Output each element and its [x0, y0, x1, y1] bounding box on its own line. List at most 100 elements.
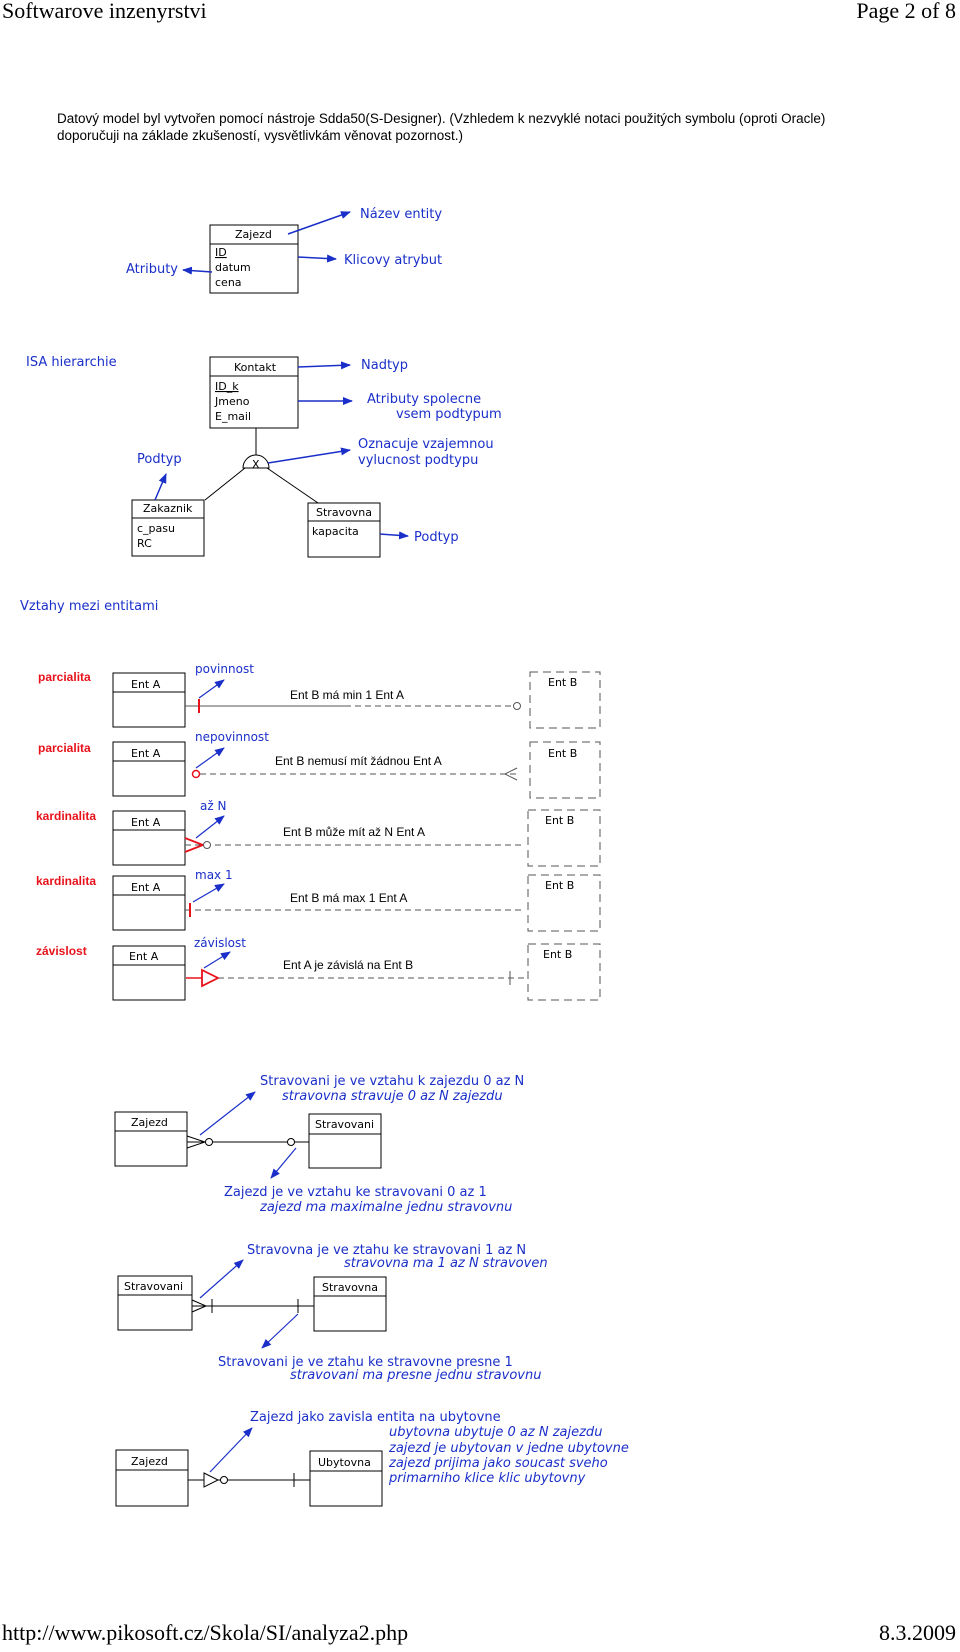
- row2-kind: parcialita: [38, 741, 91, 755]
- row2-note: nepovinnost: [195, 730, 269, 744]
- row5-text: Ent A je závislá na Ent B: [283, 958, 413, 972]
- row2-ent-b: [529, 741, 601, 799]
- row4-ent-b: [527, 874, 601, 932]
- ex2-left-label: Stravovani: [124, 1280, 183, 1293]
- label-excl-2: vylucnost podtypu: [358, 453, 478, 468]
- sub2-name: Stravovna: [316, 506, 372, 519]
- attr-datum: datum: [215, 261, 251, 274]
- ex3-line-1: zajezd je ubytovan v jedne ubytovne: [388, 1441, 629, 1456]
- ex2-bot1: Stravovani je ve ztahu ke stravovne pres…: [218, 1355, 513, 1370]
- ex2-left-entity: [117, 1275, 193, 1331]
- row5-ent-b-label: Ent B: [543, 948, 572, 961]
- isa-diagram: ISA hierarchie Kontakt ID_k Jmeno E_mail…: [26, 355, 502, 558]
- entity-box-stravovna: [307, 502, 381, 558]
- entity-box-zakaznik: [131, 499, 205, 557]
- row2-ent-b-label: Ent B: [548, 747, 577, 760]
- row3-ent-a: [112, 810, 186, 866]
- label-klicovy-atrybut: Klicovy atrybut: [344, 253, 442, 268]
- exclusion-symbol: [242, 454, 270, 469]
- exclusion-x: X: [252, 458, 260, 471]
- relation-row-az-n: kardinalita Ent A až N Ent B může mít až…: [36, 799, 601, 867]
- row3-ent-b: [527, 809, 601, 867]
- row3-ent-b-label: Ent B: [545, 814, 574, 827]
- row1-ent-a: [112, 672, 186, 728]
- sub1-attr-0: c_pasu: [137, 522, 175, 535]
- example-stravovani-stravovna: Stravovna je ve ztahu ke stravovani 1 az…: [117, 1243, 548, 1383]
- row1-kind: parcialita: [38, 670, 91, 684]
- row4-ent-b-label: Ent B: [545, 879, 574, 892]
- row4-ent-a-label: Ent A: [131, 881, 161, 894]
- super-attr-1: Jmeno: [214, 395, 250, 408]
- row1-ent-b-label: Ent B: [548, 676, 577, 689]
- attr-cena: cena: [215, 276, 242, 289]
- row3-ent-a-label: Ent A: [131, 816, 161, 829]
- ex3-left-entity: [115, 1449, 189, 1507]
- label-nadtyp: Nadtyp: [361, 358, 408, 373]
- legend-entity-diagram: Zajezd ID datum cena Název entity Klicov…: [126, 207, 442, 294]
- intro-line-1: Datový model byl vytvořen pomocí nástroj…: [57, 111, 826, 126]
- row3-text: Ent B může mít až N Ent A: [283, 825, 425, 839]
- row1-ent-a-label: Ent A: [131, 678, 161, 691]
- relation-row-max-1: kardinalita Ent A max 1 Ent B má max 1 E…: [36, 868, 601, 932]
- intro-line-2: doporučuji na základe zkušeností, vysvět…: [57, 128, 463, 143]
- page-header-number: Page 2 of 8: [856, 0, 956, 23]
- row4-ent-a: [112, 875, 186, 931]
- super-attr-2: E_mail: [215, 410, 251, 423]
- relation-row-povinnost: parcialita Ent A povinnost Ent B má min …: [38, 662, 601, 729]
- label-nazev-entity: Název entity: [360, 207, 442, 222]
- ex1-right-entity: [308, 1113, 382, 1169]
- row3-kind: kardinalita: [36, 809, 96, 823]
- row4-kind: kardinalita: [36, 874, 96, 888]
- label-podtyp-left: Podtyp: [137, 452, 182, 467]
- row1-text: Ent B má min 1 Ent A: [290, 688, 404, 702]
- sub1-name: Zakaznik: [143, 502, 193, 515]
- entity-box-kontakt: [209, 356, 299, 429]
- row1-ent-b: [529, 671, 601, 729]
- ex1-top2: stravovna stravuje 0 az N zajezdu: [282, 1089, 503, 1104]
- row5-kind: závislost: [36, 944, 87, 958]
- ex3-right-entity: [309, 1450, 383, 1507]
- ex2-top1: Stravovna je ve ztahu ke stravovani 1 az…: [247, 1243, 526, 1258]
- entity-box-zajezd: [209, 224, 299, 294]
- ex3-left-label: Zajezd: [131, 1455, 168, 1468]
- ex1-top1: Stravovani je ve vztahu k zajezdu 0 az N: [260, 1074, 524, 1089]
- ex3-line-0: ubytovna ubytuje 0 az N zajezdu: [389, 1425, 602, 1440]
- row4-note: max 1: [195, 868, 233, 882]
- row1-note: povinnost: [195, 662, 254, 676]
- footer-date: 8.3.2009: [879, 1620, 956, 1645]
- ex1-bot2: zajezd ma maximalne jednu stravovnu: [259, 1200, 512, 1215]
- label-excl-1: Oznacuje vzajemnou: [358, 437, 494, 452]
- example-zajezd-ubytovna: Zajezd jako zavisla entita na ubytovne u…: [115, 1410, 629, 1507]
- relations-title: Vztahy mezi entitami: [20, 599, 158, 614]
- row4-text: Ent B má max 1 Ent A: [290, 891, 407, 905]
- row5-ent-b: [527, 943, 601, 1001]
- entity-name: Zajezd: [235, 228, 272, 241]
- ex3-right-label: Ubytovna: [318, 1456, 371, 1469]
- row3-note: až N: [200, 799, 226, 813]
- ex1-right-label: Stravovani: [315, 1118, 374, 1131]
- ex2-top2: stravovna ma 1 az N stravoven: [344, 1256, 548, 1271]
- attr-key: ID: [215, 246, 227, 259]
- label-podtyp-right: Podtyp: [414, 530, 459, 545]
- relation-row-zavislost: závislost Ent A závislost Ent A je závis…: [36, 936, 601, 1001]
- label-attrs-1: Atributy spolecne: [367, 392, 481, 407]
- row2-ent-a-label: Ent A: [131, 747, 161, 760]
- ex3-line-3: primarniho klice klic ubytovny: [388, 1471, 586, 1486]
- isa-title: ISA hierarchie: [26, 355, 117, 370]
- row2-text: Ent B nemusí mít žádnou Ent A: [275, 754, 442, 768]
- row5-note: závislost: [194, 936, 246, 950]
- footer-url: http://www.pikosoft.cz/Skola/SI/analyza2…: [2, 1620, 409, 1645]
- row5-ent-a-label: Ent A: [129, 950, 159, 963]
- ex2-right-label: Stravovna: [322, 1281, 378, 1294]
- ex1-bot1: Zajezd je ve vztahu ke stravovani 0 az 1: [224, 1185, 487, 1200]
- label-atributy: Atributy: [126, 262, 178, 277]
- row5-ent-a: [112, 945, 186, 1001]
- example-zajezd-stravovani: Stravovani je ve vztahu k zajezdu 0 az N…: [114, 1074, 524, 1215]
- row2-ent-a: [112, 741, 186, 797]
- ex1-left-entity: [114, 1111, 188, 1167]
- page-header-title: Softwarove inzenyrstvi: [2, 0, 207, 23]
- super-attr-0: ID_k: [215, 380, 239, 393]
- intro-paragraph: Datový model byl vytvořen pomocí nástroj…: [57, 110, 917, 144]
- ex3-line-2: zajezd prijima jako soucast sveho: [388, 1456, 608, 1471]
